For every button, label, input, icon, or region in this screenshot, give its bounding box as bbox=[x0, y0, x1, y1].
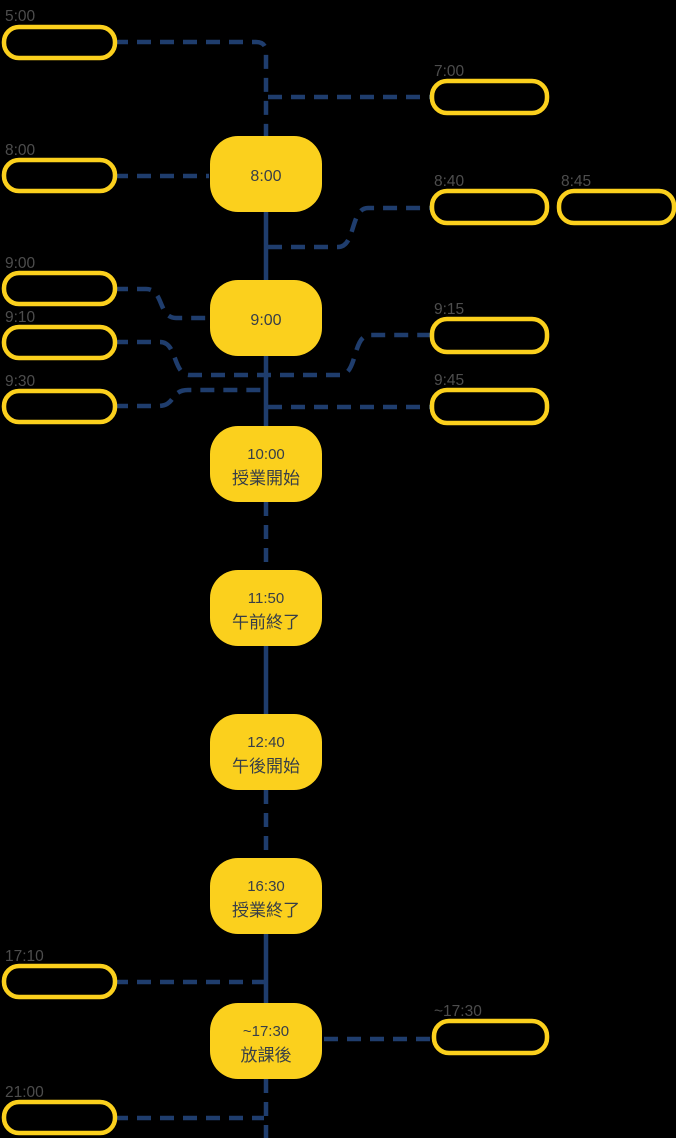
node-1240 bbox=[210, 714, 322, 790]
event-label-2100: 21:00 bbox=[5, 1084, 44, 1101]
timeline-node-texts: 8:00 9:00 10:00 授業開始 11:50 午前終了 12:40 午後… bbox=[232, 168, 300, 1065]
node-0800 bbox=[210, 136, 322, 212]
node-1150-label: 午前終了 bbox=[232, 613, 300, 632]
node-0800-time: 8:00 bbox=[250, 168, 281, 185]
event-box-0945 bbox=[429, 387, 550, 426]
node-0900-time: 9:00 bbox=[250, 312, 281, 329]
event-box-1710 bbox=[1, 963, 118, 1000]
node-1000-time: 10:00 bbox=[247, 446, 285, 463]
node-1240-time: 12:40 bbox=[247, 734, 285, 751]
node-1000 bbox=[210, 426, 322, 502]
event-box-0910 bbox=[1, 324, 118, 361]
event-label-0700: 7:00 bbox=[434, 63, 465, 80]
event-box-1730-right bbox=[431, 1018, 550, 1056]
node-1730 bbox=[210, 1003, 322, 1079]
left-event-boxes bbox=[1, 24, 118, 1136]
event-box-0900-left bbox=[1, 270, 118, 307]
event-box-0800-left bbox=[1, 157, 118, 194]
event-label-0930: 9:30 bbox=[5, 373, 36, 390]
node-1630-label: 授業終了 bbox=[232, 901, 300, 920]
event-box-2100 bbox=[1, 1099, 118, 1136]
event-time-labels: 5:00 8:00 9:00 9:10 9:30 17:10 21:00 7:0… bbox=[5, 8, 591, 1101]
node-1240-label: 午後開始 bbox=[232, 757, 300, 776]
right-event-boxes bbox=[429, 78, 676, 1056]
node-1730-label: 放課後 bbox=[241, 1046, 292, 1065]
node-1150-time: 11:50 bbox=[248, 590, 284, 607]
event-box-0500 bbox=[1, 24, 118, 61]
event-label-0915: 9:15 bbox=[434, 301, 464, 318]
event-label-0500: 5:00 bbox=[5, 8, 36, 25]
node-1630 bbox=[210, 858, 322, 934]
node-1000-label: 授業開始 bbox=[232, 469, 300, 488]
node-0900 bbox=[210, 280, 322, 356]
node-1730-time: ~17:30 bbox=[243, 1023, 289, 1040]
event-label-0845: 8:45 bbox=[561, 173, 591, 190]
event-label-1710: 17:10 bbox=[5, 948, 44, 965]
event-label-0945: 9:45 bbox=[434, 372, 464, 389]
event-label-0800-left: 8:00 bbox=[5, 142, 36, 159]
event-label-0840: 8:40 bbox=[434, 173, 465, 190]
event-label-1730-right: ~17:30 bbox=[434, 1003, 482, 1020]
edge-0930 bbox=[114, 387, 264, 409]
event-box-0700 bbox=[429, 78, 550, 116]
event-box-0840 bbox=[429, 188, 550, 226]
event-box-0915 bbox=[429, 316, 550, 355]
edge-0500 bbox=[114, 39, 269, 136]
event-box-0845 bbox=[556, 188, 676, 226]
node-1150 bbox=[210, 570, 322, 646]
edge-0900-left bbox=[114, 286, 209, 321]
node-1630-time: 16:30 bbox=[247, 878, 285, 895]
event-label-0910: 9:10 bbox=[5, 309, 36, 326]
event-label-0900-left: 9:00 bbox=[5, 255, 36, 272]
timeline-nodes bbox=[210, 136, 322, 1079]
event-box-0930 bbox=[1, 388, 118, 425]
edge-0840 bbox=[268, 205, 431, 250]
